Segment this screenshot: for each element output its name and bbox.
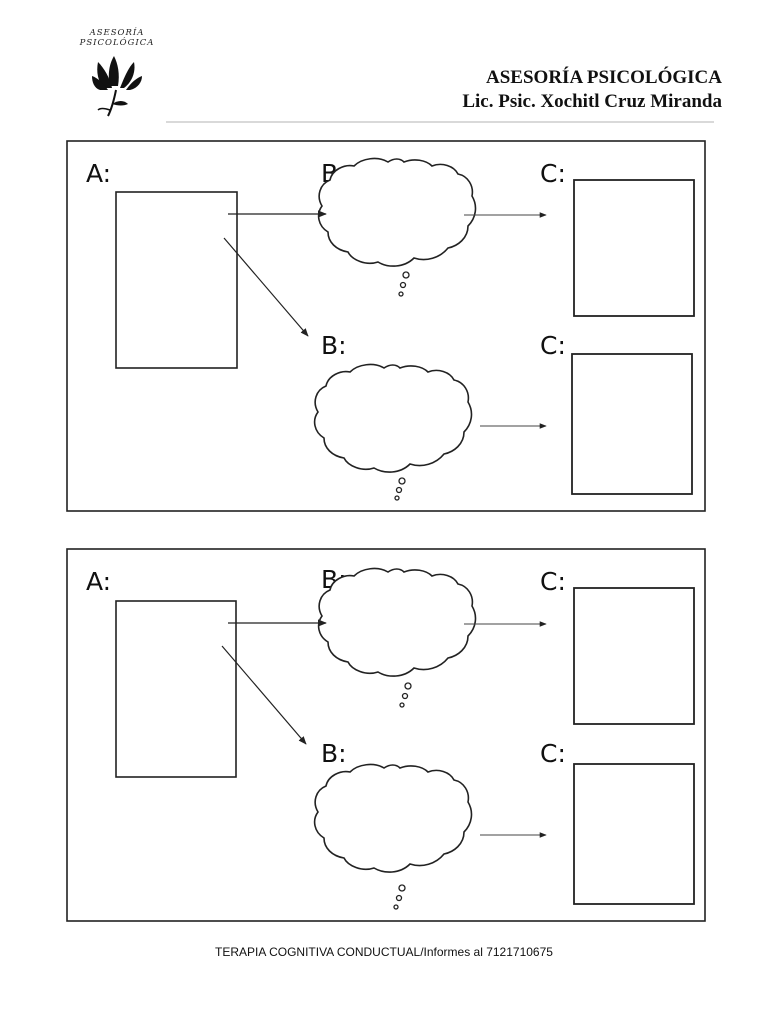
arrow-a-to-b-diagonal <box>223 237 309 337</box>
thought-dot <box>398 291 404 297</box>
consequence-box[interactable] <box>571 353 693 495</box>
label-a: A: <box>86 159 111 188</box>
label-b: B: <box>321 739 347 768</box>
label-c: C: <box>540 159 566 188</box>
thought-dot <box>394 495 400 501</box>
thought-bubble[interactable] <box>313 363 473 473</box>
footer-text: TERAPIA COGNITIVA CONDUCTUAL/Informes al… <box>215 945 553 959</box>
consequence-box[interactable] <box>573 763 695 905</box>
thought-bubble[interactable] <box>317 157 477 267</box>
worksheet-frame <box>66 140 706 512</box>
thought-dot <box>399 702 405 708</box>
thought-dot <box>404 682 412 690</box>
label-c: C: <box>540 567 566 596</box>
logo-text-line2: PSICOLÓGICA <box>79 38 155 48</box>
activating-event-box[interactable] <box>115 191 238 369</box>
logo: ASESORÍA PSICOLÓGICA <box>72 26 162 122</box>
thought-dot <box>395 486 403 494</box>
thought-dot <box>402 271 410 279</box>
thought-bubble[interactable] <box>317 567 477 677</box>
thought-dot <box>395 894 403 902</box>
lotus-flower-icon <box>92 56 142 117</box>
header-subtitle: Lic. Psic. Xochitl Cruz Miranda <box>462 91 722 112</box>
thought-dot <box>401 692 409 700</box>
label-b: B: <box>321 331 347 360</box>
label-c: C: <box>540 331 566 360</box>
arrow-a-to-b-diagonal <box>221 645 307 745</box>
thought-dot <box>399 281 407 289</box>
header-title: ASESORÍA PSICOLÓGICA <box>486 67 722 88</box>
logo-text-line1: ASESORÍA <box>89 28 145 38</box>
label-a: A: <box>86 567 111 596</box>
consequence-box[interactable] <box>573 179 695 317</box>
thought-dot <box>393 904 399 910</box>
thought-dot <box>398 477 406 485</box>
abc-worksheet-2: A: B: C: B: C: <box>66 548 706 922</box>
thought-bubble[interactable] <box>313 763 473 873</box>
worksheet-frame <box>66 548 706 922</box>
abc-worksheet-1: A: B: C: B: C: <box>66 140 706 512</box>
thought-dot <box>398 884 406 892</box>
label-c: C: <box>540 739 566 768</box>
consequence-box[interactable] <box>573 587 695 725</box>
header-divider <box>166 121 714 123</box>
activating-event-box[interactable] <box>115 600 237 778</box>
